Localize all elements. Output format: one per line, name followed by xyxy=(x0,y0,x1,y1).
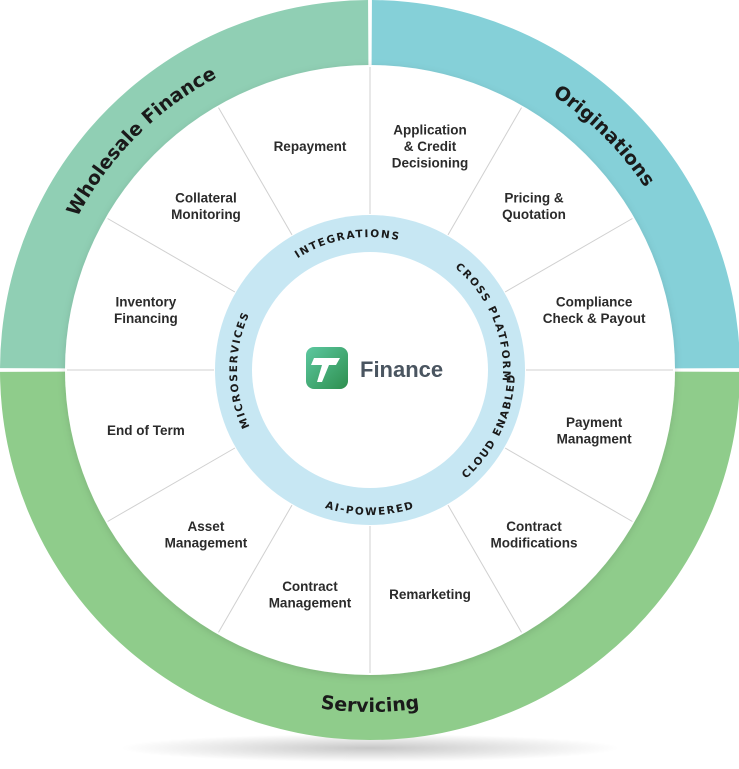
segment-divider xyxy=(447,504,522,633)
segment-label: Repayment xyxy=(274,139,347,154)
leaf-t-logo-icon xyxy=(306,347,348,389)
wheel-shadow xyxy=(120,734,620,762)
segment-dividers xyxy=(67,67,673,673)
segment-label: Remarketing xyxy=(389,587,471,602)
arc-servicing xyxy=(0,371,739,740)
center-disc xyxy=(252,252,488,488)
outer-arc-ring xyxy=(0,0,739,740)
segment-divider xyxy=(447,107,522,236)
segment-divider xyxy=(504,447,633,522)
center-brand: Finance xyxy=(306,347,443,389)
segment-divider xyxy=(107,218,236,293)
arc-wholesale-finance xyxy=(0,0,369,369)
segment-divider xyxy=(107,447,236,522)
segment-divider xyxy=(218,504,293,633)
segment-label: Pricing &Quotation xyxy=(502,191,566,223)
segment-divider xyxy=(504,218,633,293)
brand-name: Finance xyxy=(360,357,443,382)
segment-divider xyxy=(218,107,293,236)
arc-originations xyxy=(371,0,739,369)
arc-label-servicing: Servicing xyxy=(320,692,421,717)
segment-label: End of Term xyxy=(107,423,185,438)
